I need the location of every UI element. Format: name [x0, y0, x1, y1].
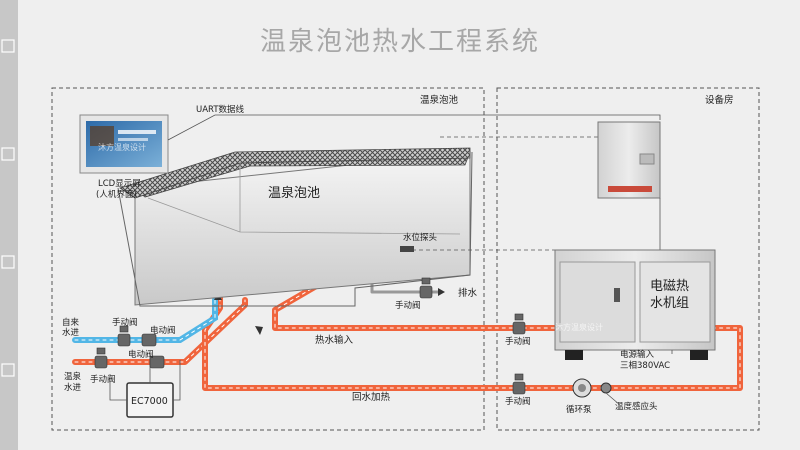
controller-label: EC7000 [131, 396, 168, 407]
sensor-leader [605, 392, 621, 406]
watermark-text-1: 沐方温泉设计 [98, 142, 146, 152]
pool-zone-border [51, 87, 485, 431]
heater-unit [554, 249, 716, 360]
heater-label-1: 电磁热 [650, 279, 689, 294]
hot-spring-pool [117, 147, 473, 307]
temp-sensor-icon [600, 382, 612, 394]
pump-icon [572, 378, 592, 398]
pool-label: 温泉泡池 [268, 185, 320, 201]
drain-label: 排水 [458, 287, 478, 299]
return-heat-label: 回水加热 [352, 391, 391, 403]
electric-valve-label-1: 电动阀 [150, 325, 176, 336]
equipment-zone-border [496, 87, 760, 431]
watermark-text-2: 沐方温泉设计 [555, 322, 603, 332]
ec7000-controller [109, 356, 181, 418]
electric-valve-label-2: 电动阀 [128, 349, 154, 360]
valve-icons [94, 277, 526, 395]
hot-water-in-label: 热水输入 [315, 334, 354, 346]
pump-label: 循环泵 [566, 404, 592, 415]
manual-valve-label-5: 手动阀 [505, 396, 531, 407]
heater-label-2: 水机组 [650, 296, 689, 311]
temp-sensor-label: 温度感应头 [615, 401, 658, 412]
control-cabinet [597, 121, 661, 199]
manual-valve-label-1: 手动阀 [112, 317, 138, 328]
power-spec-label: 三相380VAC [620, 360, 670, 371]
level-probe-icon [400, 246, 414, 252]
lcd-label: LCD显示屏 [98, 179, 141, 189]
lcd-sub-label: (人机界面) [96, 189, 137, 200]
watermark-strip [0, 0, 18, 450]
spring-water-label-2: 水进 [64, 382, 82, 393]
manual-valve-label-2: 手动阀 [90, 374, 116, 385]
manual-valve-label-3: 手动阀 [395, 300, 421, 311]
manual-valve-label-4: 手动阀 [505, 336, 531, 347]
uart-label: UART数据线 [196, 104, 245, 115]
tap-water-label-2: 水进 [62, 327, 80, 338]
power-in-label: 电源输入 [620, 349, 655, 360]
level-probe-label: 水位探头 [403, 232, 438, 243]
lcd-screen [79, 114, 169, 174]
tap-water-label-1: 自来 [62, 317, 80, 328]
zone-pool-label: 温泉泡池 [420, 94, 459, 106]
page-title: 温泉泡池热水工程系统 [260, 27, 540, 57]
zone-equipment-label: 设备房 [705, 94, 734, 106]
spring-water-label-1: 温泉 [64, 371, 82, 382]
uart-line [167, 114, 661, 141]
